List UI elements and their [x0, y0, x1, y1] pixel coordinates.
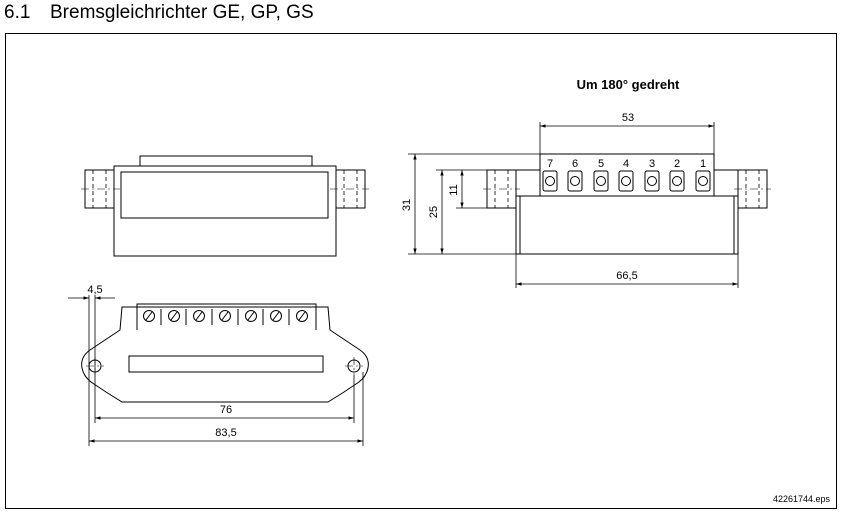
file-name: 42261744.eps	[773, 494, 831, 504]
front-view-window	[120, 171, 329, 219]
top-view-slot	[128, 355, 324, 373]
rotated-note: Um 180° gedreht	[577, 77, 680, 92]
dim-total-width: 83,5	[215, 427, 236, 439]
terminal-label: 1	[700, 158, 706, 170]
top-view-dimensions	[68, 295, 364, 446]
dim-top-width: 53	[622, 112, 634, 124]
dim-hole-spacing: 76	[220, 404, 232, 416]
top-view-terminal-strip	[136, 303, 317, 330]
terminal-labels: 7 6 5 4 3 2 1	[547, 158, 706, 170]
terminal-label: 6	[572, 158, 578, 170]
side-view-dimensions	[408, 122, 739, 288]
drawing-frame	[5, 33, 837, 509]
front-view	[81, 155, 369, 257]
dim-edge-offset: 4,5	[87, 284, 102, 296]
terminal-label: 5	[598, 158, 604, 170]
top-view	[81, 303, 369, 403]
section-heading: 6.1 Bremsgleichrichter GE, GP, GS	[4, 2, 314, 24]
side-view	[483, 153, 771, 255]
side-body	[515, 195, 739, 255]
terminal-label: 3	[649, 158, 655, 170]
dim-total-height: 31	[401, 199, 413, 211]
terminal-screws	[542, 170, 711, 192]
section-title: Bremsgleichrichter GE, GP, GS	[50, 2, 314, 23]
top-view-terminals	[143, 309, 308, 325]
terminal-label: 4	[623, 158, 629, 170]
front-view-top-plate	[139, 155, 313, 167]
dim-body-height: 25	[428, 206, 440, 218]
dim-body-width: 66,5	[616, 270, 637, 282]
terminal-label: 7	[547, 158, 553, 170]
dim-terminal-height: 11	[448, 184, 460, 195]
front-view-body	[113, 165, 337, 257]
terminal-label: 2	[674, 158, 680, 170]
top-view-outline	[81, 306, 369, 403]
section-number: 6.1	[4, 2, 31, 23]
